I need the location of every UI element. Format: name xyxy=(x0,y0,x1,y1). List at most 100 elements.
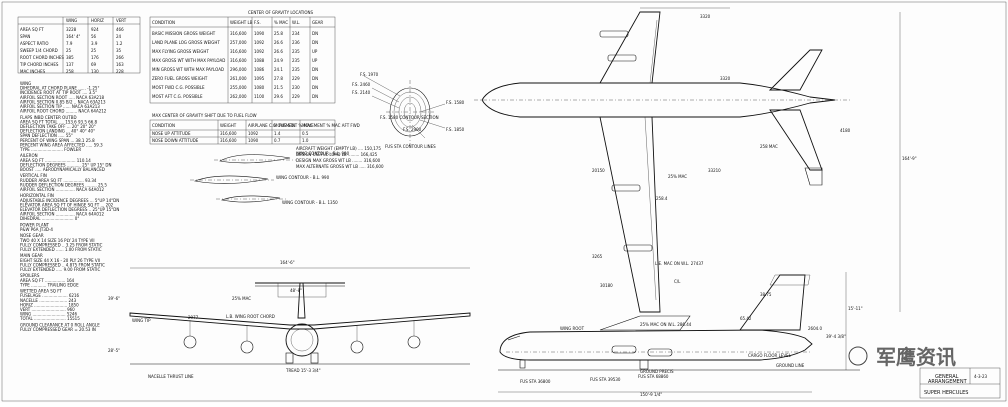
spec-spoilers-line: SPOILERS xyxy=(20,273,40,278)
cg-cell: 1088 xyxy=(254,58,265,63)
fs-label-4: F.S. 2900 xyxy=(403,127,422,132)
spec-horizontal-line: ELEVATOR AREA SQ FT OF HINGE SQ FT ... 2… xyxy=(20,202,114,207)
side-fus-sta-2: FUS STA 39530 xyxy=(590,377,621,382)
title-dwg-no: 4-3-23 xyxy=(974,374,988,379)
cg-cell: 229 xyxy=(292,94,300,99)
fuel-header: AIRPLANE C.G. FUS STA xyxy=(248,123,295,128)
perf-header: WING xyxy=(66,18,77,23)
front-span-b: 48'-8" xyxy=(290,288,302,293)
cg-cell: DN xyxy=(312,31,318,36)
perf-cell: 3.9 xyxy=(91,41,98,46)
spec-power-line: P&W P6A JT3D-4 xyxy=(20,227,53,232)
fs-contour-title: F.S. 1580 CONTOUR SECTION xyxy=(380,115,439,120)
spec-wing-line: INCIDENCE ROOT AT TIP ROOT .... 3.5° xyxy=(20,90,97,95)
cg-cell: 262,000 xyxy=(230,94,247,99)
perf-header: VERT xyxy=(116,18,127,23)
perf-cell: 56 xyxy=(91,34,97,39)
spec-horizontal-line: DIHEDRAL ......................... 0° xyxy=(20,216,79,221)
cg-cell: 235 xyxy=(292,67,300,72)
perf-cell: 258 xyxy=(66,69,74,74)
cg-cell: 261,000 xyxy=(230,76,247,81)
cg-cell: 27.8 xyxy=(274,76,283,81)
perf-cell: 266 xyxy=(116,55,124,60)
perf-cell: 1.2 xyxy=(116,41,123,46)
plan-sta-2: 33210 xyxy=(708,168,721,173)
front-view: 164'-6" 48'-8" WING TIP 2977 L.B. WING R… xyxy=(108,260,471,379)
perf-cell: 7.9 xyxy=(66,41,73,46)
spec-nose-gear-line: FULLY COMPRESSED .. 3.25 FROM STATIC xyxy=(20,242,103,247)
front-dim-1: 2977 xyxy=(188,315,199,320)
spec-wetted-line: NACELLE ...................... 243 xyxy=(20,298,77,303)
spec-main-gear-line: FULLY EXTENDED ..... 9.00 FROM STATIC xyxy=(20,267,100,272)
watermark-text: 军鹰资讯 xyxy=(876,345,956,369)
cg-cell: 316,600 xyxy=(230,31,247,36)
cg-cell: 236 xyxy=(292,40,300,45)
cg-cell: 1095 xyxy=(254,76,265,81)
fuel-cell: 1092 xyxy=(248,131,259,136)
perf-cell: 466 xyxy=(116,27,124,32)
cg-cell: 1092 xyxy=(254,40,265,45)
spec-main-gear-line: FULLY COMPRESSED .. 4.875 FROM STATIC xyxy=(20,262,105,267)
side-fus-sta-1: FUS STA 36800 xyxy=(520,379,551,384)
title-super-hercules: SUPER HERCULES xyxy=(924,390,969,396)
spec-flaps-line: DEFLECTION LANDING ... 40° 40° 40° xyxy=(20,129,95,134)
spec-wing-line: DIHEDRAL AT CHORD PLANE ...... -1.25° xyxy=(20,86,99,91)
cg-cell: DN xyxy=(312,67,318,72)
title-block: GENERAL ARRANGEMENT SUPER HERCULES 4-3-2… xyxy=(919,367,1001,399)
spec-flaps-line: FLAPS INBD CENTER OUTBD xyxy=(20,115,77,120)
front-nacelle: NACELLE THRUST LINE xyxy=(148,374,194,379)
fuel-header: CONDITION xyxy=(152,123,175,128)
perf-cell: 130 xyxy=(91,69,99,74)
spec-nose-gear-line: FULLY EXTENDED ...... 1.00 FROM STATIC xyxy=(20,247,102,252)
plan-view: 3320 164'-9" 3320 4180 258 MAC 25% MAC L… xyxy=(474,7,917,313)
cg-cell: 316,600 xyxy=(230,49,247,54)
spec-wing-line: AIRFOIL SECTION TIP ...... NACA 63A213 xyxy=(20,104,100,109)
spec-spoilers-line: AREA SQ FT ................ 164 xyxy=(20,278,75,283)
side-length: 150'-9 1/4" xyxy=(640,392,662,397)
plan-sta-5: 30180 xyxy=(600,283,613,288)
cg-cell: DN xyxy=(312,94,318,99)
perf-cell: 228 xyxy=(116,69,124,74)
side-view: CARGO FLOOR LEVEL GROUND LINE 25% MAC ON… xyxy=(498,272,863,397)
spec-nose-gear-line: NOSE GEAR xyxy=(20,233,44,238)
perf-cell: 25 xyxy=(66,48,72,53)
wing-contour-label-1: WING CONTOUR - B.L. 990 xyxy=(296,151,350,156)
fuel-table-title: MAX CENTER OF GRAVITY SHIFT DUE TO FUEL … xyxy=(152,113,257,118)
perf-cell: TIP CHORD INCHES xyxy=(19,62,59,67)
weights-line: MAX ALTERNATE GROSS WT LB ..... 316,600 xyxy=(296,164,384,169)
cg-header: W.L. xyxy=(292,20,300,25)
spec-flaps-line: PERCENT WING AREA AFFECTED ..... 59.3 xyxy=(20,142,103,147)
plan-dim-a: 4180 xyxy=(840,128,851,133)
plan-len-1: 3320 xyxy=(700,14,711,19)
fuel-shift-table: MAX CENTER OF GRAVITY SHIFT DUE TO FUEL … xyxy=(149,113,360,145)
front-tread: TREAD 15'-3 3/4" xyxy=(285,368,321,373)
fs-label-1: F.S. 2460 xyxy=(352,82,371,87)
cg-cell: MAX GROSS WT WITH MAX PAYLOAD xyxy=(152,58,225,63)
spec-flaps-line: TYPE ......................... FOWLER xyxy=(19,147,81,152)
airfoil-contours: WING CONTOUR - B.L. 990 WING CONTOUR - B… xyxy=(190,151,350,205)
perf-cell: 24 xyxy=(116,34,122,39)
title-general: GENERAL xyxy=(935,374,959,380)
fuel-cell: 1.4 xyxy=(274,131,281,136)
plan-mac: 25% MAC xyxy=(668,174,687,179)
fs-label-5: F.S. 1850 xyxy=(446,127,465,132)
spec-wetted-line: HORIZ .......................... 1850 xyxy=(20,302,79,307)
perf-cell: 385 xyxy=(66,55,74,60)
cg-table-title: CENTER OF GRAVITY LOCATIONS xyxy=(248,10,314,15)
cg-cell: MOST FWD C.G. POSSIBLE xyxy=(152,85,205,90)
weights-line: AIRCRAFT WEIGHT (EMPTY LB) .... 150,175 xyxy=(296,146,381,151)
cg-cell: 255,000 xyxy=(230,85,247,90)
plan-sta-3: 258.4 xyxy=(656,196,668,201)
perf-cell: 924 xyxy=(91,27,99,32)
spec-nose-gear-line: TWO 40 X 14 SIZE 16 PLY 24 TYPE VII xyxy=(19,238,95,243)
spec-wetted-line: WETTED AREA SQ FT xyxy=(20,289,62,294)
spec-aileron-line: BOOST ..... AERODYNAMICALLY BALANCED xyxy=(20,167,105,172)
spec-power-line: POWER PLANT xyxy=(20,222,50,227)
fuel-header: MOVEMENT % MAC xyxy=(274,123,313,128)
fs-label-0: F.S. 1970 xyxy=(360,72,379,77)
spec-ground-line: FULLY COMPRESSED GEAR = 20.53 IN xyxy=(20,327,96,332)
cg-cell: 296,000 xyxy=(230,67,247,72)
perf-cell: 163 xyxy=(116,62,124,67)
spec-wing-line: AIRFOIL SECTION ROOT ..... NACA 63A218 xyxy=(20,95,105,100)
spec-vertical-line: RUDDER AREA SQ FT ................ 93.34 xyxy=(20,178,97,183)
